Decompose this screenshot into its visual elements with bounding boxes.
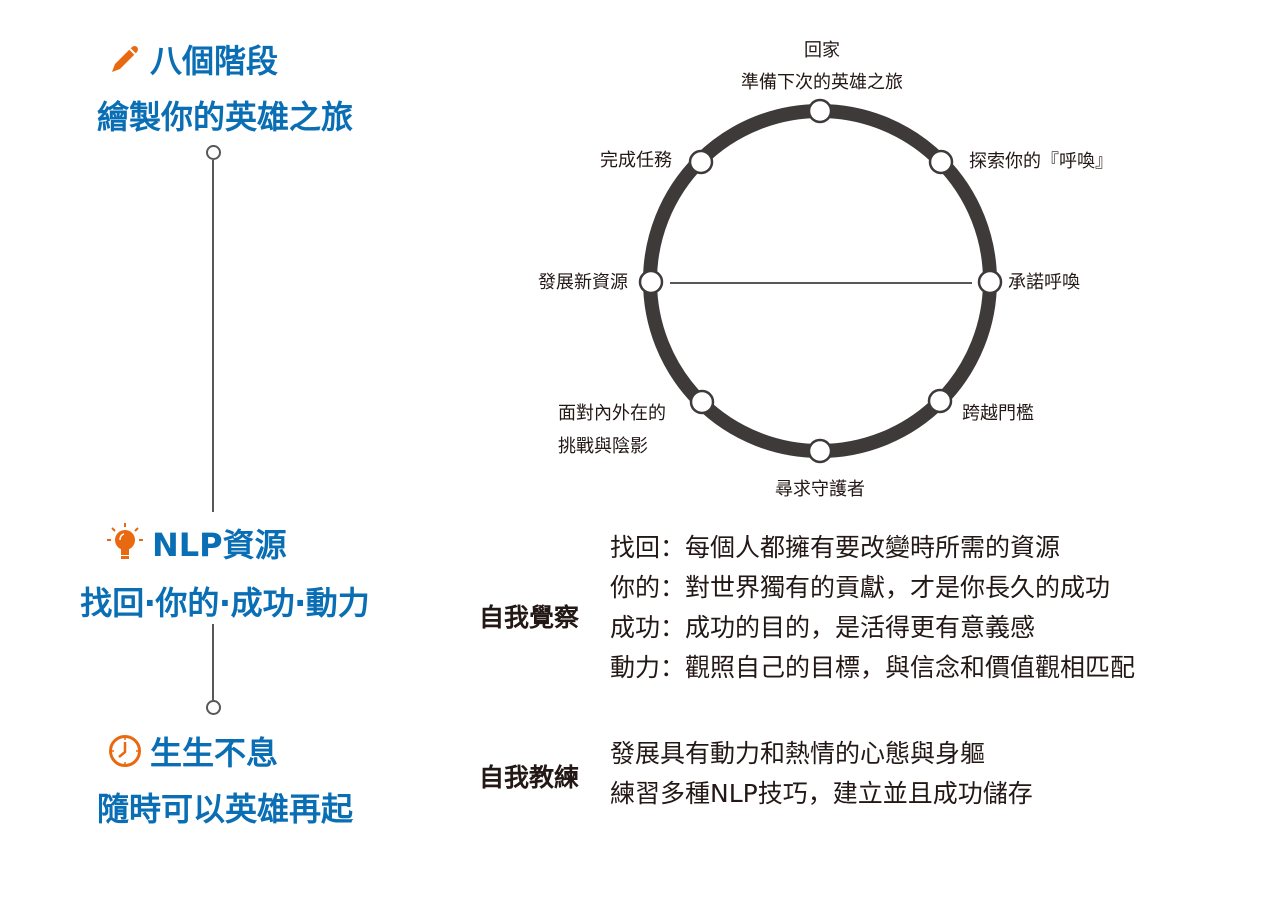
hero-journey-cycle: 回家 準備下次的英雄之旅 探索你的『呼喚』 承諾呼喚 跨越門檻 尋求守護者 面對… bbox=[538, 40, 1113, 500]
stage-node-3 bbox=[977, 269, 1003, 295]
coaching-line: 發展具有動力和熱情的心態與身軀 bbox=[610, 739, 986, 768]
coaching-label: 自我教練 bbox=[479, 763, 580, 792]
stage-node-4 bbox=[927, 388, 953, 414]
stage-label: 尋求守護者 bbox=[775, 479, 865, 500]
stage-node-1 bbox=[807, 98, 833, 124]
awareness-label: 自我覺察 bbox=[479, 603, 580, 632]
awareness-line: 動力：觀照自己的目標，與信念和價值觀相匹配 bbox=[610, 653, 1136, 682]
stage-label: 回家 bbox=[804, 40, 840, 61]
awareness-lines: 找回：每個人都擁有要改變時所需的資源 你的：對世界獨有的貢獻，才是你長久的成功 … bbox=[610, 528, 1135, 688]
stage-label: 承諾呼喚 bbox=[1008, 272, 1080, 293]
stage-label: 準備下次的英雄之旅 bbox=[741, 72, 903, 93]
stage-label: 挑戰與陰影 bbox=[558, 436, 648, 457]
renewal-subtitle: 隨時可以英雄再起 bbox=[96, 790, 353, 828]
nlp-title: NLP資源 bbox=[152, 526, 287, 564]
awareness-line: 成功：成功的目的，是活得更有意義感 bbox=[610, 613, 1036, 642]
stage-label: 探索你的『呼喚』 bbox=[969, 151, 1113, 172]
stage-node-8 bbox=[688, 149, 714, 175]
stages-subtitle: 繪製你的英雄之旅 bbox=[96, 98, 353, 136]
nlp-subtitle: 找回‧你的‧成功‧動力 bbox=[80, 584, 370, 622]
lightbulb-icon bbox=[107, 523, 143, 559]
timeline-line bbox=[212, 624, 214, 700]
stage-label: 面對內外在的 bbox=[558, 403, 666, 424]
stage-node-2 bbox=[928, 149, 954, 175]
stage-node-7 bbox=[638, 269, 664, 295]
stage-node-6 bbox=[689, 389, 715, 415]
timeline-line bbox=[212, 160, 214, 512]
timeline-node bbox=[206, 700, 221, 715]
stages-title: 八個階段 bbox=[150, 42, 279, 80]
awareness-line: 找回：每個人都擁有要改變時所需的資源 bbox=[610, 533, 1061, 562]
stage-label: 跨越門檻 bbox=[962, 403, 1034, 424]
renewal-title: 生生不息 bbox=[150, 734, 279, 772]
section-title-stages: 八個階段 bbox=[108, 36, 278, 82]
timeline-node bbox=[206, 145, 221, 160]
section-title-renewal: 生生不息 bbox=[108, 728, 278, 774]
stage-label: 發展新資源 bbox=[538, 272, 628, 293]
awareness-line: 你的：對世界獨有的貢獻，才是你長久的成功 bbox=[610, 573, 1111, 602]
clock-icon bbox=[109, 735, 141, 767]
stage-label: 完成任務 bbox=[600, 150, 672, 171]
coaching-lines: 發展具有動力和熱情的心態與身軀 練習多種NLP技巧，建立並且成功儲存 bbox=[610, 734, 1033, 814]
pencil-icon bbox=[112, 46, 138, 72]
stage-node-5 bbox=[807, 438, 833, 464]
coaching-line: 練習多種NLP技巧，建立並且成功儲存 bbox=[610, 779, 1033, 808]
section-title-nlp: NLP資源 bbox=[106, 520, 287, 566]
